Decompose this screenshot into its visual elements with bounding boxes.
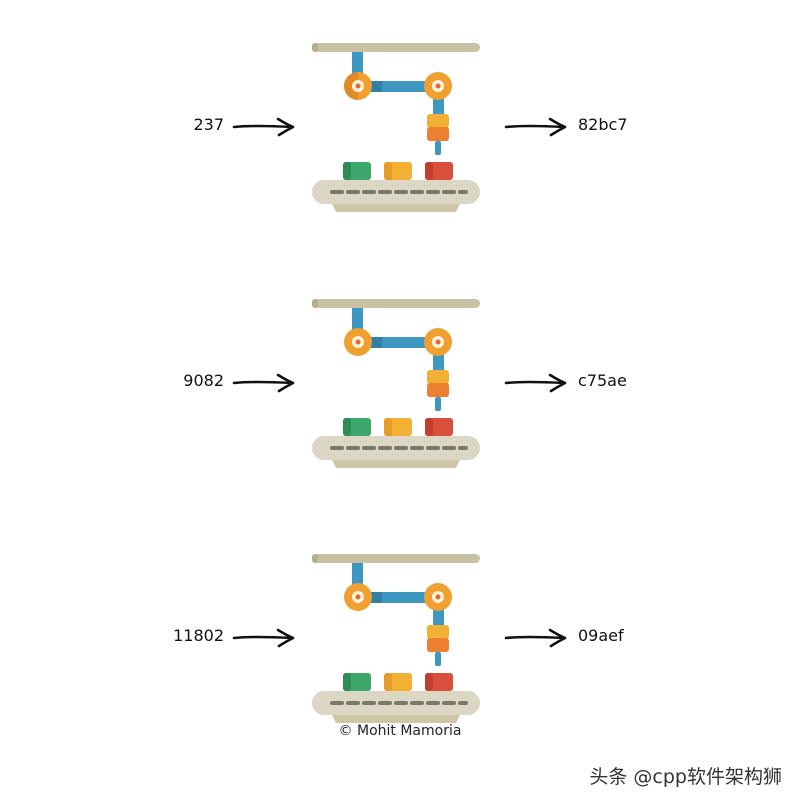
copyright-credit: © Mohit Mamoria (338, 723, 462, 739)
transform-row: 11802 09aef (0, 511, 800, 723)
right-arrow-icon (232, 628, 295, 648)
transform-row: 237 82bc7 (0, 0, 800, 212)
input-value: 237 (193, 115, 224, 134)
input-value: 9082 (183, 371, 224, 390)
output-value: 82bc7 (578, 115, 628, 134)
robotic-arm-conveyor-icon (312, 43, 480, 212)
watermark-text: 头条 @cpp软件架构狮 (589, 766, 782, 788)
right-arrow-icon (504, 628, 567, 648)
output-value: 09aef (578, 626, 624, 645)
input-value: 11802 (173, 626, 224, 645)
right-arrow-icon (232, 117, 295, 137)
robotic-arm-conveyor-icon (312, 299, 480, 468)
robotic-arm-conveyor-icon (312, 554, 480, 723)
right-arrow-icon (504, 117, 567, 137)
right-arrow-icon (504, 373, 567, 393)
output-value: c75ae (578, 371, 627, 390)
right-arrow-icon (232, 373, 295, 393)
transform-row: 9082 c75ae (0, 256, 800, 468)
